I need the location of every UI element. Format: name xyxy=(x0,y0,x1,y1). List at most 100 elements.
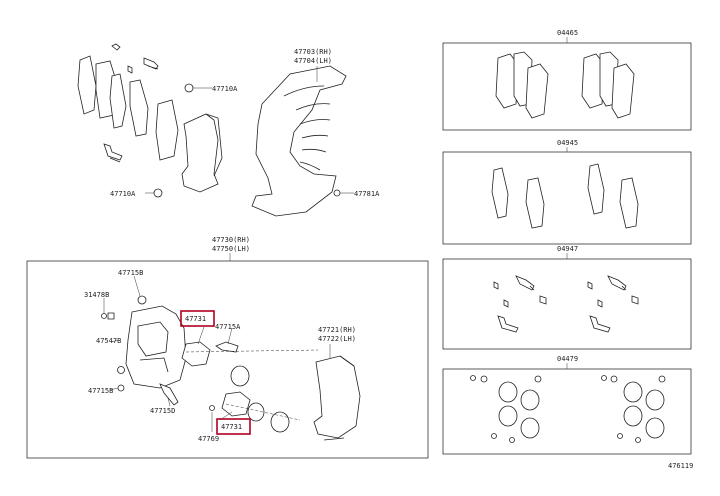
cap-part xyxy=(601,375,607,381)
clip-part xyxy=(597,299,603,308)
dust-boot-part xyxy=(270,411,290,433)
bolt-part xyxy=(117,384,125,392)
wear-indicator-part xyxy=(103,143,123,163)
label-piston-top: 47731 xyxy=(185,315,206,323)
wear-indicator-part xyxy=(589,315,611,333)
label-47715d: 47715D xyxy=(150,407,175,415)
shim-part xyxy=(491,167,509,219)
shim-part xyxy=(525,177,545,229)
leader-line xyxy=(109,387,119,391)
seal-ring-part xyxy=(623,405,643,427)
brake-pad-part xyxy=(155,99,179,161)
shim-part xyxy=(587,163,605,215)
cap-part xyxy=(101,313,107,319)
piston-part xyxy=(221,391,251,417)
label-kit-04479: 04479 xyxy=(557,355,578,363)
brake-pad-part xyxy=(525,63,549,119)
pad-kit-04465-group xyxy=(495,51,635,119)
label-kit-04947: 04947 xyxy=(557,245,578,253)
support-plate-kit-04947-group xyxy=(493,275,639,333)
cap-part xyxy=(610,375,618,383)
label-caliper-rh: 47730(RH) xyxy=(212,236,250,244)
caliper-bracket-detail xyxy=(323,355,355,441)
label-47715a: 47715A xyxy=(215,323,241,331)
label-shield-rh: 47703(RH) xyxy=(294,48,332,56)
bolt-part xyxy=(117,366,125,374)
seal-ring-part xyxy=(520,417,540,439)
spring-clip-part xyxy=(515,275,535,291)
cap-part xyxy=(491,433,497,439)
label-kit-04465: 04465 xyxy=(557,29,578,37)
caliper-mount-bracket-part xyxy=(205,113,223,177)
label-bracket-rh: 47721(RH) xyxy=(318,326,356,334)
label-caliper-lh: 47750(LH) xyxy=(212,245,250,253)
brake-pad-part xyxy=(77,55,97,115)
spring-clip-part xyxy=(143,57,159,70)
piston-highlight-box xyxy=(216,418,251,435)
cap-part xyxy=(509,437,515,443)
label-47715b-top: 47715B xyxy=(118,269,143,277)
brake-pad-part xyxy=(129,79,149,137)
cap-part xyxy=(534,375,542,383)
leader-line xyxy=(167,397,171,407)
bolt-part xyxy=(333,189,341,197)
clip-part xyxy=(127,65,133,74)
shim-part xyxy=(619,177,639,229)
seal-ring-part xyxy=(645,389,665,411)
label-31478b: 31478B xyxy=(84,291,109,299)
figure-id: 476119 xyxy=(668,462,693,470)
clip-part xyxy=(631,295,639,305)
piston-seal-part xyxy=(247,402,265,422)
dust-shield-part xyxy=(251,65,347,217)
bushing-part xyxy=(209,405,215,411)
caliper-body-part xyxy=(125,305,187,389)
slide-pin-part xyxy=(159,383,179,406)
brake-pad-part xyxy=(495,53,519,109)
cap-part xyxy=(470,375,476,381)
kit-04947-frame xyxy=(442,258,692,350)
label-bolt-781a: 47781A xyxy=(354,190,380,198)
caliper-body-detail xyxy=(137,321,169,373)
cap-part xyxy=(635,437,641,443)
leader-line xyxy=(227,327,233,345)
leader-line xyxy=(197,326,205,345)
seal-ring-part xyxy=(498,381,518,403)
clip-part xyxy=(539,295,547,305)
dust-shield-group xyxy=(251,65,354,217)
assembly-alignment-line xyxy=(185,349,319,421)
caliper-assembly-frame xyxy=(26,260,429,459)
shim-kit-04945-group xyxy=(491,163,639,229)
brake-pad-part xyxy=(581,53,605,109)
clip-part xyxy=(493,281,499,290)
label-piston-bottom: 47731 xyxy=(221,423,242,431)
slide-pin-part xyxy=(215,341,239,353)
clip-part xyxy=(503,299,509,308)
dust-shield-ribs xyxy=(283,85,331,171)
label-47547b: 47547B xyxy=(96,337,121,345)
label-kit-04945: 04945 xyxy=(557,139,578,147)
seal-kit-04479-group xyxy=(470,375,666,443)
seal-ring-part xyxy=(520,389,540,411)
cap-part xyxy=(480,375,488,383)
bolt-part xyxy=(153,188,163,198)
seal-ring-part xyxy=(645,417,665,439)
caliper-bracket-part xyxy=(313,355,361,439)
label-47715b-bottom: 47715B xyxy=(88,387,113,395)
leader-line xyxy=(111,339,119,343)
cap-part xyxy=(617,433,623,439)
caliper-assembly-group xyxy=(101,275,361,441)
label-bolt-a-bottom: 47710A xyxy=(110,190,136,198)
bleeder-part xyxy=(107,312,115,320)
front-pad-exploded-group xyxy=(77,43,223,198)
cap-part xyxy=(658,375,666,383)
piston-seal-part xyxy=(230,365,250,387)
brake-pad-part xyxy=(109,73,127,129)
seal-ring-part xyxy=(498,405,518,427)
label-shield-lh: 47704(LH) xyxy=(294,57,332,65)
clip-part xyxy=(587,281,593,290)
piston-highlight-box xyxy=(180,310,215,327)
caliper-mount-bracket-part xyxy=(181,113,219,193)
clip-part xyxy=(111,43,121,51)
kit-04945-frame xyxy=(442,151,692,245)
kit-04465-frame xyxy=(442,42,692,131)
